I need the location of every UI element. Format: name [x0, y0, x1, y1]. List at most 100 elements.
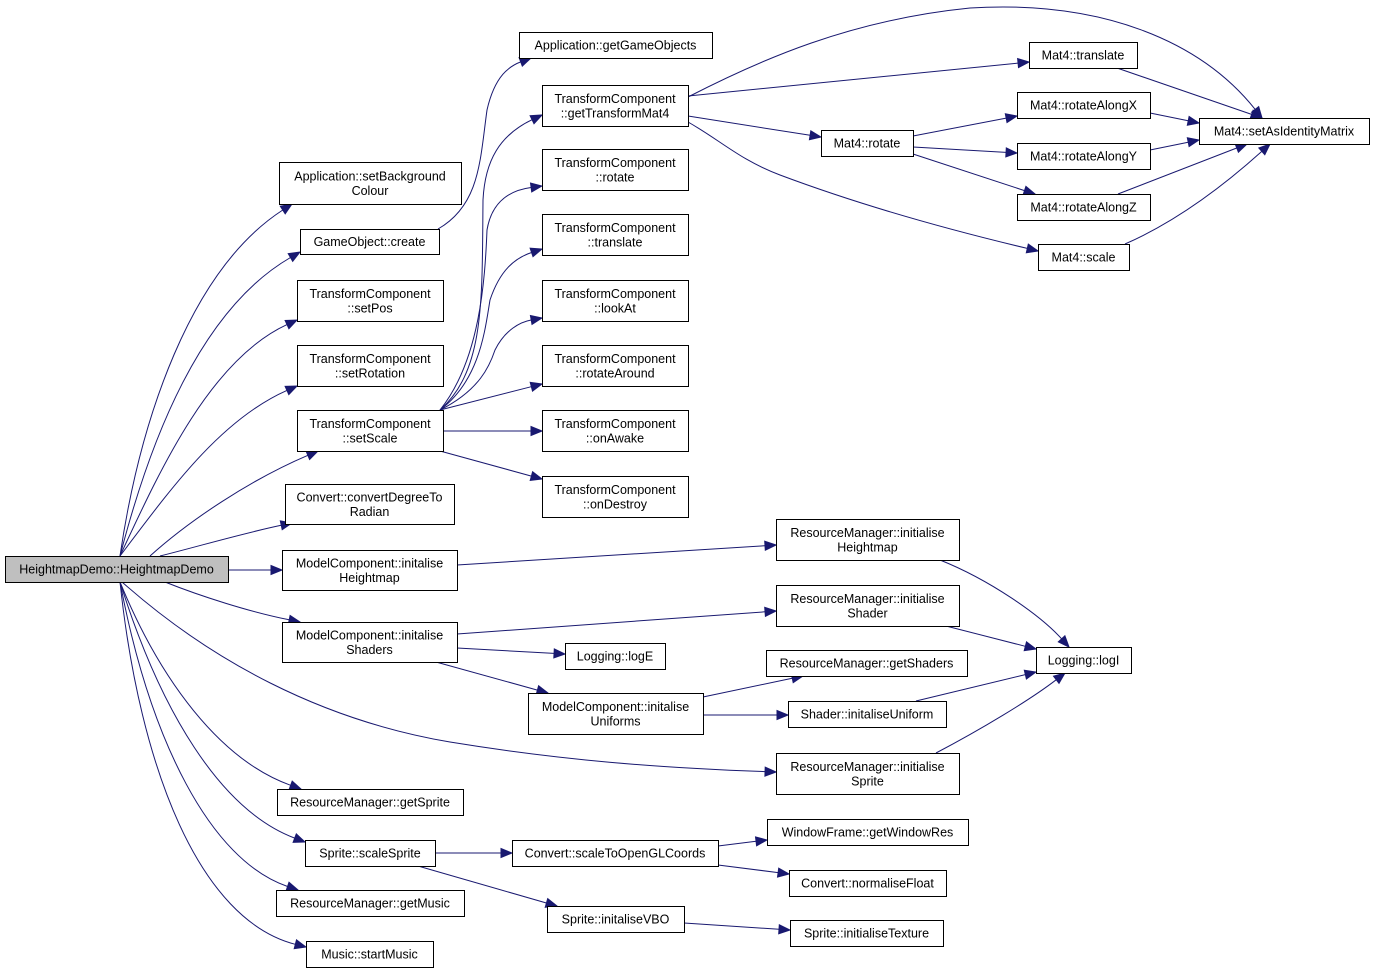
node-label: GameObject::create — [314, 235, 426, 249]
node-tc-gettm[interactable]: TransformComponent::getTransformMat4 — [542, 85, 689, 127]
node-label: ::setRotation — [335, 366, 405, 380]
arrowhead — [288, 780, 303, 791]
edge-line — [912, 117, 1007, 137]
edge-line — [119, 581, 288, 887]
arrowhead — [292, 833, 307, 843]
arrowhead — [764, 540, 778, 551]
node-mat-rotx[interactable]: Mat4::rotateAlongX — [1017, 92, 1151, 119]
arrowhead — [293, 939, 308, 950]
arrowhead — [1186, 137, 1201, 148]
edge-line — [119, 581, 295, 839]
node-box — [1017, 194, 1151, 221]
node-label: ::rotateAround — [575, 366, 654, 380]
node-rm-getsprite[interactable]: ResourceManager::getSprite — [277, 789, 464, 816]
node-mat-translate[interactable]: Mat4::translate — [1029, 42, 1138, 69]
node-root[interactable]: HeightmapDemo::HeightmapDemo — [5, 556, 229, 583]
node-music-start[interactable]: Music::startMusic — [306, 941, 434, 968]
node-label: ::getTransformMat4 — [561, 106, 670, 120]
node-sprite-vbo[interactable]: Sprite::initaliseVBO — [547, 906, 685, 933]
edge-root-to-mc-hm — [228, 564, 284, 576]
node-box — [776, 753, 960, 795]
node-label: ::setPos — [347, 301, 392, 315]
edge-line — [435, 661, 538, 691]
node-label: ::onAwake — [586, 431, 644, 445]
node-label: TransformComponent — [554, 92, 676, 106]
node-label: Sprite::scaleSprite — [319, 847, 420, 861]
node-tc-rotaround[interactable]: TransformComponent::rotateAround — [542, 345, 689, 387]
node-sprite-scale[interactable]: Sprite::scaleSprite — [305, 840, 436, 867]
node-box — [277, 789, 464, 816]
edges-layer — [119, 6, 1271, 950]
node-wf-getres[interactable]: WindowFrame::getWindowRes — [767, 819, 969, 846]
node-go-create[interactable]: GameObject::create — [300, 229, 440, 255]
node-conv-normfloat[interactable]: Convert::normaliseFloat — [789, 870, 947, 897]
node-tc-setrot[interactable]: TransformComponent::setRotation — [297, 345, 444, 387]
arrowhead — [1025, 243, 1040, 254]
arrowhead — [529, 470, 544, 481]
node-sprite-tex[interactable]: Sprite::initialiseTexture — [790, 920, 944, 947]
node-box — [282, 622, 458, 663]
edge-line — [439, 252, 532, 411]
node-label: TransformComponent — [309, 287, 431, 301]
node-label: Shader::initaliseUniform — [801, 708, 934, 722]
arrowhead — [1057, 634, 1070, 648]
node-rm-getshaders[interactable]: ResourceManager::getShaders — [766, 650, 968, 677]
edge-line — [912, 146, 1007, 153]
node-mat-scale[interactable]: Mat4::scale — [1038, 244, 1130, 271]
node-tc-rotate[interactable]: TransformComponent::rotate — [542, 149, 689, 191]
node-label: TransformComponent — [554, 221, 676, 235]
node-rm-getmusic[interactable]: ResourceManager::getMusic — [276, 890, 465, 917]
node-log-i[interactable]: Logging::logI — [1036, 647, 1132, 674]
edge-root-to-tc-setpos — [119, 319, 299, 557]
node-box — [519, 32, 713, 59]
edge-conv-scalegl-to-wf-getres — [717, 836, 769, 847]
node-label: Sprite::initaliseVBO — [562, 913, 670, 927]
node-tc-onawake[interactable]: TransformComponent::onAwake — [542, 410, 689, 452]
node-tc-ondestroy[interactable]: TransformComponent::onDestroy — [542, 476, 689, 518]
edge-line — [1149, 112, 1189, 122]
node-mat-roty[interactable]: Mat4::rotateAlongY — [1017, 143, 1151, 170]
node-tc-translate[interactable]: TransformComponent::translate — [542, 214, 689, 256]
node-mat-rotz[interactable]: Mat4::rotateAlongZ — [1017, 194, 1151, 221]
node-mat-identity[interactable]: Mat4::setAsIdentityMatrix — [1199, 118, 1370, 145]
node-label: ::translate — [588, 235, 643, 249]
node-label: ResourceManager::getMusic — [290, 897, 450, 911]
arrowhead — [529, 381, 544, 392]
edge-line — [149, 454, 309, 557]
node-tc-setscale[interactable]: TransformComponent::setScale — [297, 410, 444, 452]
arrowhead — [1017, 57, 1031, 69]
node-label: Mat4::rotateAlongX — [1030, 99, 1138, 113]
node-sh-inituniform[interactable]: Shader::initaliseUniform — [788, 701, 947, 728]
node-tc-setpos[interactable]: TransformComponent::setPos — [297, 280, 444, 322]
node-log-e[interactable]: Logging::logE — [565, 643, 666, 670]
arrowhead — [529, 182, 544, 193]
edge-root-to-rm-sprite — [121, 581, 778, 777]
edge-line — [1149, 141, 1189, 151]
node-box — [300, 229, 440, 255]
node-label: Convert::scaleToOpenGLCoords — [525, 847, 706, 861]
edge-line — [456, 611, 766, 635]
arrowhead — [279, 203, 294, 215]
node-box — [542, 410, 689, 452]
node-box — [821, 130, 914, 157]
node-conv-scalegl[interactable]: Convert::scaleToOpenGLCoords — [512, 840, 719, 867]
node-box — [776, 519, 960, 561]
edge-line — [1124, 151, 1263, 245]
node-mat-rotate[interactable]: Mat4::rotate — [821, 130, 914, 157]
node-box — [542, 85, 689, 127]
node-app-getgo[interactable]: Application::getGameObjects — [519, 32, 713, 59]
arrowhead — [1023, 669, 1038, 680]
edge-line — [119, 324, 288, 557]
node-box — [542, 345, 689, 387]
edge-tc-setscale-to-tc-gettm — [439, 114, 544, 411]
node-tc-lookat[interactable]: TransformComponent::lookAt — [542, 280, 689, 322]
